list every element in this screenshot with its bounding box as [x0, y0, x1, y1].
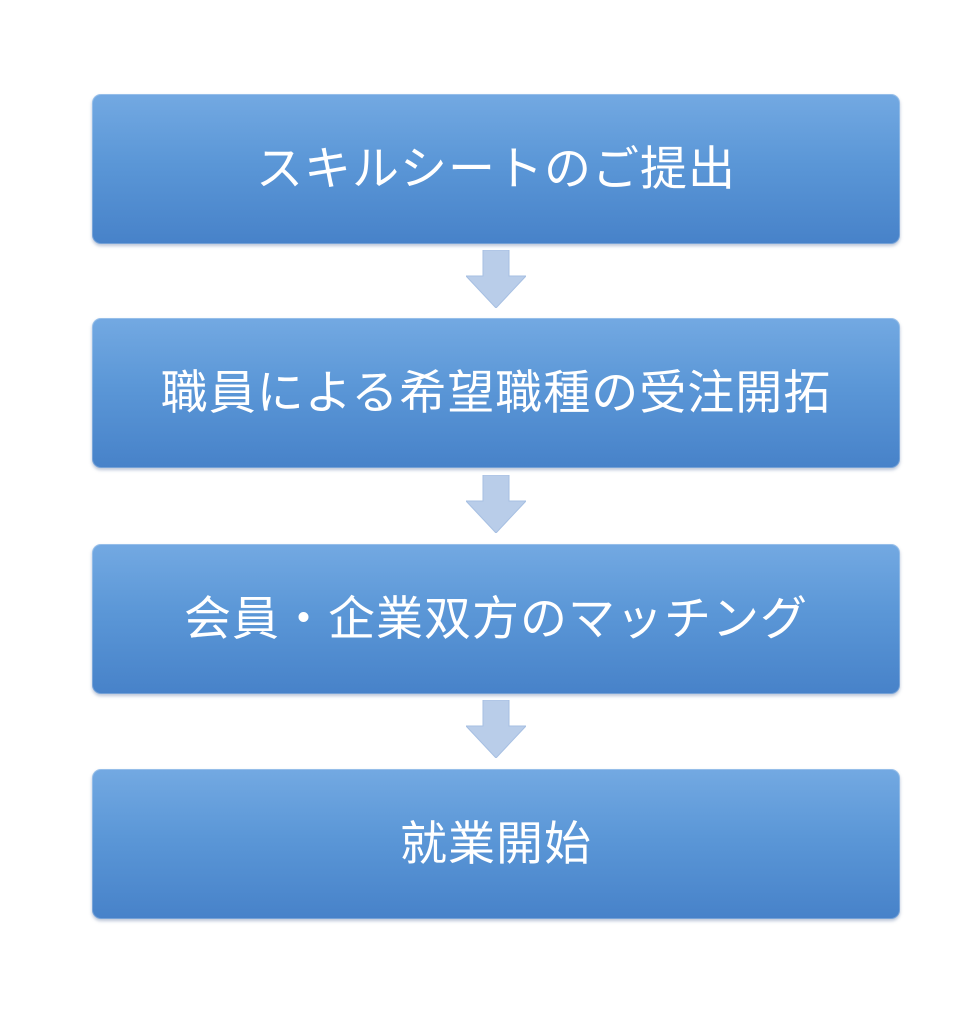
down-arrow-icon	[466, 700, 526, 758]
step-box-order-development: 職員による希望職種の受注開拓	[92, 318, 900, 468]
step-label: スキルシートのご提出	[256, 141, 736, 197]
down-arrow-icon	[466, 475, 526, 533]
step-label: 就業開始	[400, 816, 592, 872]
step-box-employment-start: 就業開始	[92, 769, 900, 919]
down-arrow-icon	[466, 250, 526, 308]
step-box-matching: 会員・企業双方のマッチング	[92, 544, 900, 694]
step-label: 会員・企業双方のマッチング	[184, 591, 808, 647]
step-label: 職員による希望職種の受注開拓	[160, 365, 832, 421]
step-box-skill-sheet: スキルシートのご提出	[92, 94, 900, 244]
